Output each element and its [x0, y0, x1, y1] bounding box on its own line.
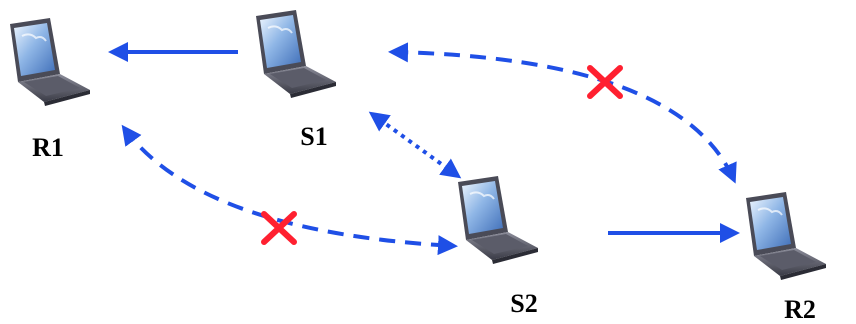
node-r2: R2: [745, 191, 827, 324]
node-r1: R1: [9, 17, 91, 162]
laptop-icon: [9, 17, 91, 107]
laptop-icon: [745, 191, 827, 281]
edge-s1-s2: [368, 111, 462, 179]
laptop-icon: [255, 9, 337, 99]
edge-s1-r2: [388, 42, 737, 184]
node-label-r1: R1: [32, 133, 64, 162]
node-label-r2: R2: [784, 295, 816, 324]
edges: [108, 42, 740, 256]
node-label-s2: S2: [510, 289, 537, 318]
laptop-icon: [457, 175, 539, 265]
blocked-mark-s1-r2: [587, 65, 623, 99]
blocked-mark-r1-s2: [261, 211, 297, 245]
edge-r1-s2: [121, 124, 458, 256]
node-s1: S1: [255, 9, 337, 151]
node-label-s1: S1: [300, 122, 327, 151]
node-s2: S2: [457, 175, 539, 318]
